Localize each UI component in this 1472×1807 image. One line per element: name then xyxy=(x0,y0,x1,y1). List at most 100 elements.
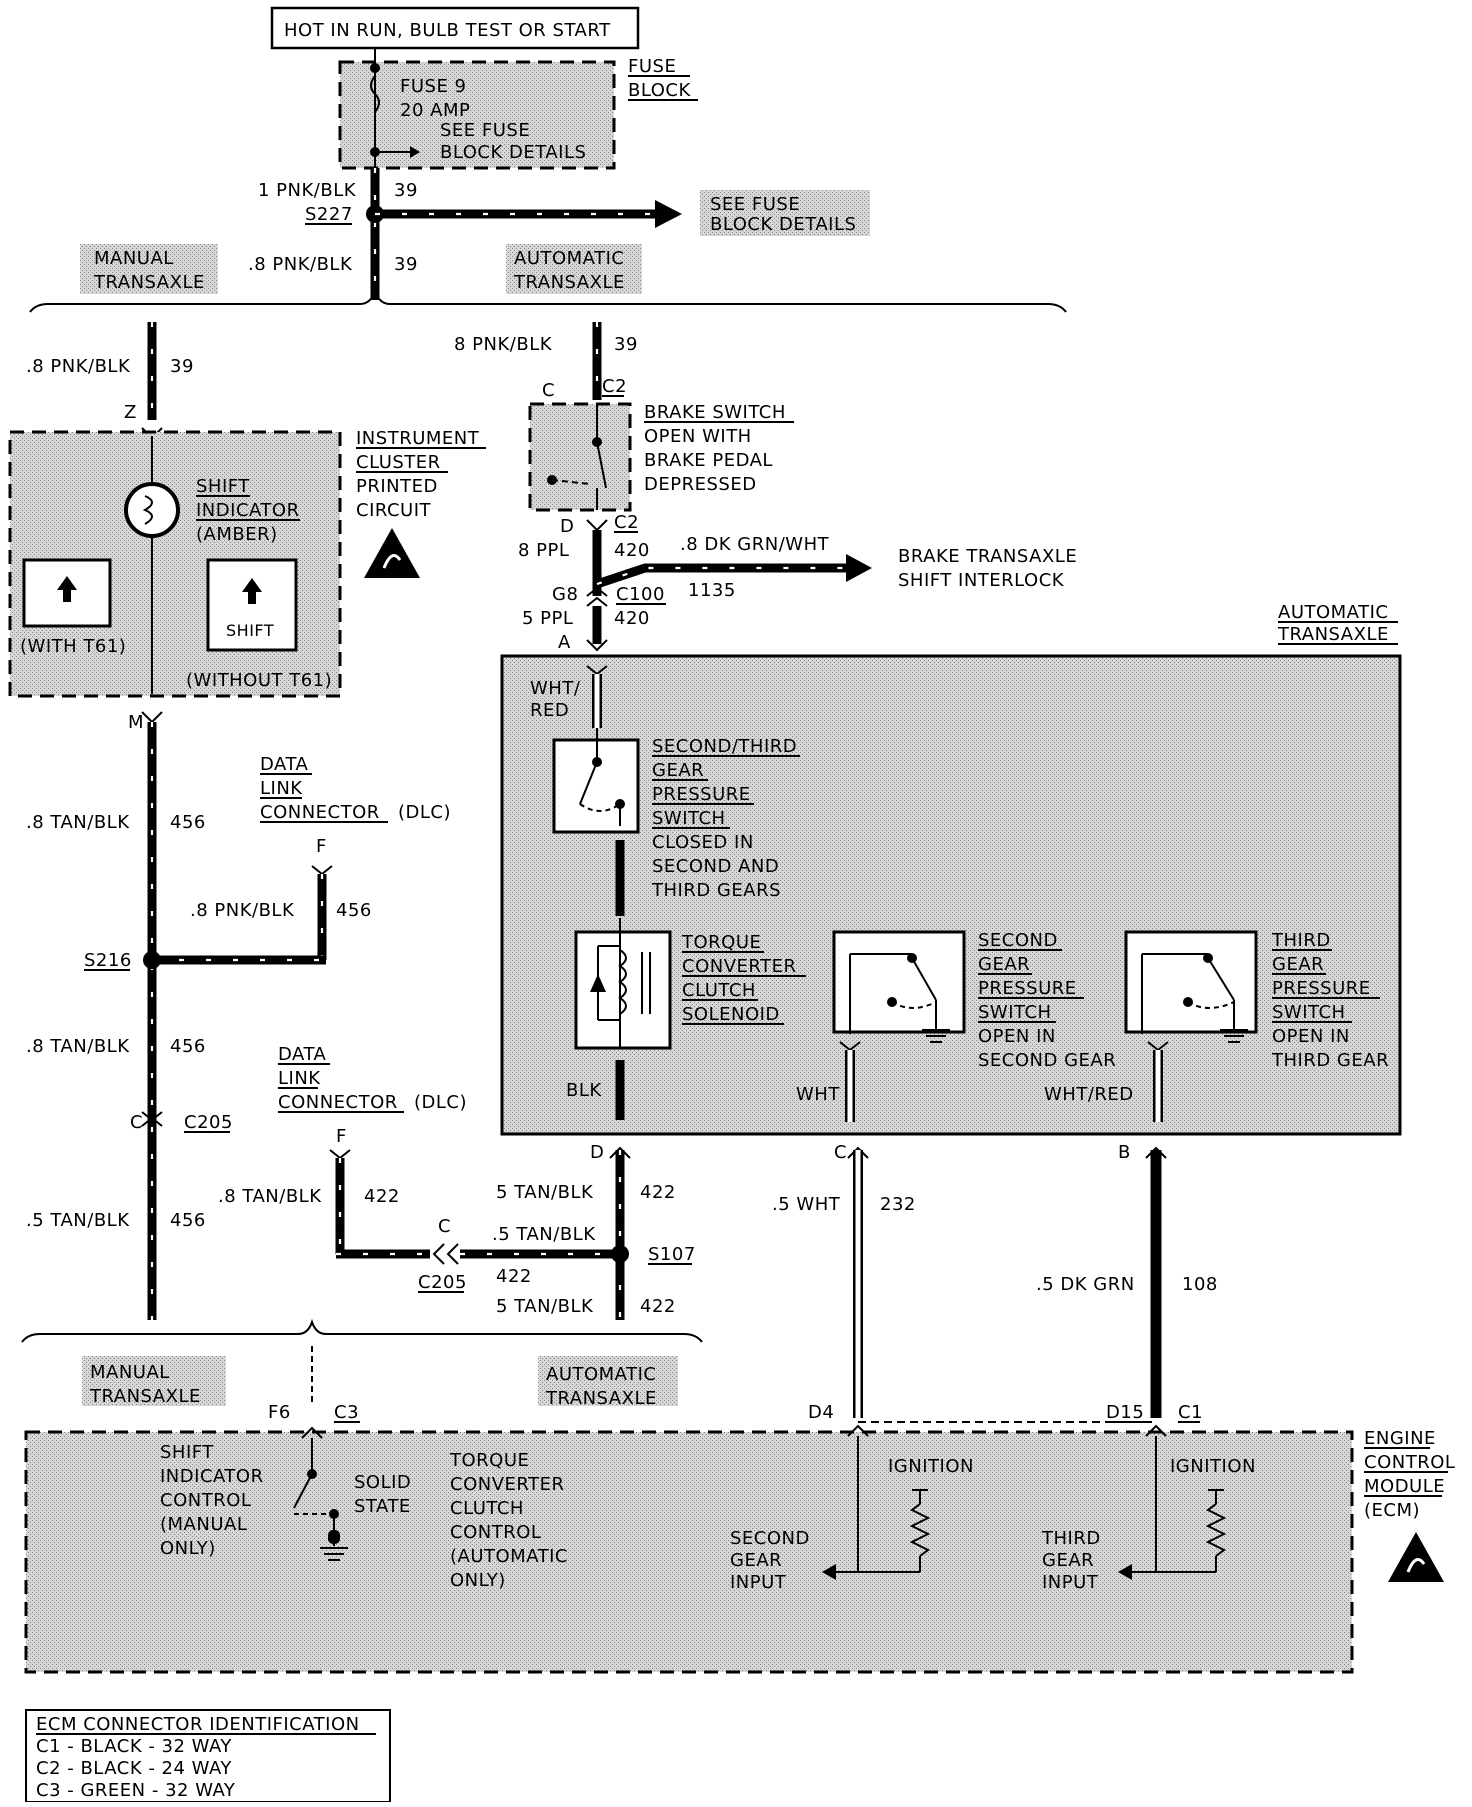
coil-icon xyxy=(618,949,627,1015)
ecm-f6: F6 xyxy=(268,1402,291,1423)
brake-4: DEPRESSED xyxy=(644,474,757,495)
lower-tan2-num: 422 xyxy=(496,1266,532,1287)
tcc-1: TORQUE xyxy=(681,932,761,953)
connector-legend-box xyxy=(25,1709,391,1803)
s2-3: PRESSURE xyxy=(978,978,1077,999)
ecm-ss-2: STATE xyxy=(354,1496,411,1517)
tcc-3: CLUTCH xyxy=(682,980,756,1001)
tcc-2: CONVERTER xyxy=(682,956,796,977)
dlc2-3: CONNECTOR xyxy=(278,1092,398,1113)
s23-6: SECOND AND xyxy=(652,856,779,877)
dlc1-2: LINK xyxy=(260,778,303,799)
interlock-num: 1135 xyxy=(688,580,736,601)
fuse-icon xyxy=(370,75,380,113)
ecm-sic-5: ONLY) xyxy=(160,1538,216,1559)
diode-icon xyxy=(590,974,606,992)
left-wire-bot: .5 TAN/BLK xyxy=(26,1210,130,1231)
legend-row-3: C3 - GREEN - 32 WAY xyxy=(36,1780,236,1801)
s3-4: SWITCH xyxy=(1272,1002,1346,1023)
bottom-auto-2: TRANSAXLE xyxy=(545,1388,657,1409)
tcc-4: SOLENOID xyxy=(682,1004,780,1025)
brake-switch-contact xyxy=(596,441,607,489)
legend-title: ECM CONNECTOR IDENTIFICATION xyxy=(36,1714,360,1735)
up-arrow-icon xyxy=(242,578,262,604)
trans-title-2: TRANSAXLE xyxy=(1277,624,1389,645)
ecm-tcc-2: CONVERTER xyxy=(450,1474,564,1495)
left-wire-bot-num: 456 xyxy=(170,1210,206,1231)
top-manual-2: TRANSAXLE xyxy=(93,272,205,293)
g8: G8 xyxy=(552,584,578,605)
brake-3: BRAKE PEDAL xyxy=(644,450,773,471)
center-wire-top-num: 39 xyxy=(614,334,638,355)
interlock-arrow-icon xyxy=(846,554,872,582)
lower-wht: .5 WHT xyxy=(772,1194,841,1215)
ecm-sg-1: SECOND xyxy=(730,1528,810,1549)
shift-ind-2: INDICATOR xyxy=(196,500,300,521)
ecm-sg-2: GEAR xyxy=(730,1550,782,1571)
shift-lamp-label: SHIFT xyxy=(226,621,274,640)
top-auto-1: AUTOMATIC xyxy=(514,248,624,269)
ecm-name-2: CONTROL xyxy=(1364,1452,1455,1473)
splice-s216 xyxy=(143,951,161,969)
wire-1-label: 1 PNK/BLK xyxy=(258,180,357,201)
brake-switch-box xyxy=(528,402,632,512)
fuse-see-1: SEE FUSE xyxy=(440,120,530,141)
s23-7: THIRD GEARS xyxy=(651,880,781,901)
s3-3: PRESSURE xyxy=(1272,978,1371,999)
left-wire-mid: .8 TAN/BLK xyxy=(26,812,130,833)
top-auto-2: TRANSAXLE xyxy=(513,272,625,293)
ecm-sic-1: SHIFT xyxy=(160,1442,214,1463)
lower-dkgrn-num: 108 xyxy=(1182,1274,1218,1295)
ecm-d15: D15 xyxy=(1106,1402,1144,1423)
dlc1-4: (DLC) xyxy=(398,802,451,823)
s23-1: SECOND/THIRD xyxy=(652,736,797,757)
left-wire-low: .8 TAN/BLK xyxy=(26,1036,130,1057)
solid-state-switch xyxy=(293,1473,313,1509)
ecm-tcc-6: ONLY) xyxy=(450,1570,506,1591)
brake-pin-c: C xyxy=(542,380,555,401)
upshift-lamp-without-t61 xyxy=(206,558,298,652)
cluster-4: CIRCUIT xyxy=(356,500,432,521)
brake-d-c2: C2 xyxy=(614,512,639,533)
left-wire-low-num: 456 xyxy=(170,1036,206,1057)
brake-pin-d: D xyxy=(560,516,574,537)
trans-whtred-2: RED xyxy=(530,700,569,721)
dlc1-3: CONNECTOR xyxy=(260,802,380,823)
trans-title-1: AUTOMATIC xyxy=(1278,602,1388,623)
s2-4: SWITCH xyxy=(978,1002,1052,1023)
lower-tan1-num: 422 xyxy=(640,1182,676,1203)
ecm-tg-2: GEAR xyxy=(1042,1550,1094,1571)
lower-dkgrn: .5 DK GRN xyxy=(1036,1274,1135,1295)
ecm-name-1: ENGINE xyxy=(1364,1428,1436,1449)
ecm-c3: C3 xyxy=(334,1402,359,1423)
trans-whtred-1: WHT/ xyxy=(530,678,581,699)
pin-d: D xyxy=(590,1142,604,1163)
see-fuse-1: SEE FUSE xyxy=(710,194,800,215)
with-t61: (WITH T61) xyxy=(20,636,126,657)
dlc1-1: DATA xyxy=(260,754,309,775)
cluster-2: CLUSTER xyxy=(356,452,441,473)
left-wire-mid-num: 456 xyxy=(170,812,206,833)
lower-wht-num: 232 xyxy=(880,1194,916,1215)
dlc2-wire: .8 TAN/BLK xyxy=(218,1186,322,1207)
shift-ind-3: (AMBER) xyxy=(196,524,278,545)
ecm-ss-1: SOLID xyxy=(354,1472,411,1493)
ecm-sic-2: INDICATOR xyxy=(160,1466,264,1487)
left-wire-top: .8 PNK/BLK xyxy=(26,356,131,377)
center-wire-5ppl-num: 420 xyxy=(614,608,650,629)
splice-s107 xyxy=(611,1245,629,1263)
ecm-tcc-1: TORQUE xyxy=(449,1450,529,1471)
center-wire-ppl-num: 420 xyxy=(614,540,650,561)
lower-tan1: 5 TAN/BLK xyxy=(496,1182,594,1203)
s3-5: OPEN IN xyxy=(1272,1026,1350,1047)
tcc-solenoid-box xyxy=(574,930,672,1050)
ecm-tg-3: INPUT xyxy=(1042,1572,1099,1593)
fuse-details-arrow-icon xyxy=(410,146,420,158)
splice-s216-label: S216 xyxy=(84,950,132,971)
power-title-box xyxy=(270,6,640,50)
trans-whtred: WHT/RED xyxy=(1044,1084,1134,1105)
wire-dk-grn-wht-1135 xyxy=(595,563,850,589)
see-fuse-2: BLOCK DETAILS xyxy=(710,214,856,235)
ecm-tcc-5: (AUTOMATIC xyxy=(450,1546,568,1567)
